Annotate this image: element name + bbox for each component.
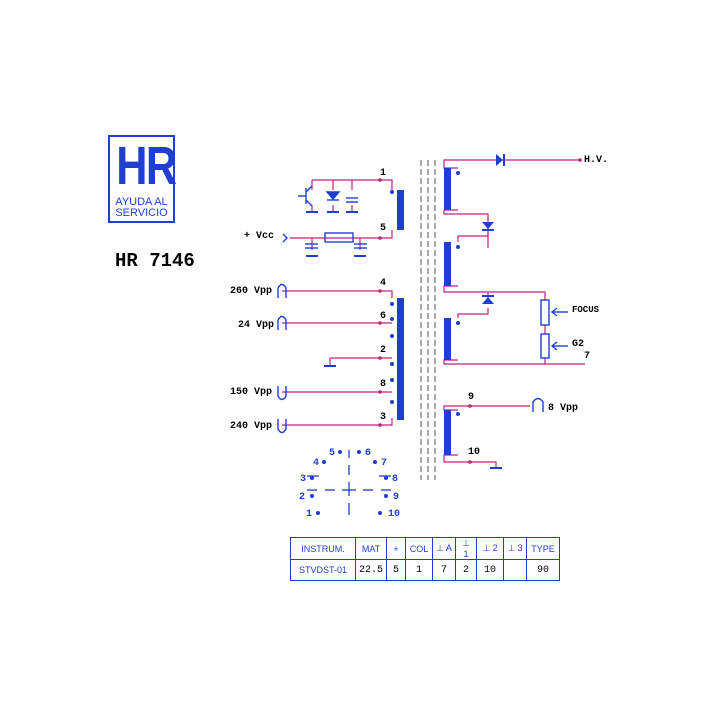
spec-value: 22.5 (354, 559, 388, 581)
hr-logo: HR AYUDA AL SERVICIO (108, 135, 177, 223)
base-pin-10: 10 (388, 509, 400, 520)
pin-label-7: 7 (584, 351, 590, 362)
focus-label: FOCUS (572, 305, 600, 315)
signal-labels: H.V. + Vcc FOCUS G2 260 Vpp 24 Vpp 150 V… (230, 155, 608, 432)
hv-label: H.V. (584, 155, 608, 166)
v24-label: 24 Vpp (238, 320, 274, 331)
base-pin-1: 1 (306, 509, 312, 520)
ground-symbols (306, 211, 502, 469)
base-pinout: 5 6 4 7 3 8 2 9 1 10 (299, 448, 400, 520)
model-title: HR 7146 (115, 250, 195, 272)
spec-header: ⊥ 3 (503, 537, 528, 560)
pin-label-5: 5 (380, 223, 386, 234)
base-pin-2: 2 (299, 492, 305, 503)
pin-markers (378, 158, 582, 464)
base-pin-9: 9 (393, 492, 399, 503)
spec-value: 7 (432, 559, 457, 581)
pin-label-9: 9 (468, 392, 474, 403)
logo-mark: HR (116, 136, 177, 196)
spec-header: ⊥ 2 (476, 537, 505, 560)
spec-value (503, 559, 528, 581)
spec-header: TYPE (526, 537, 561, 560)
vcc-label: + Vcc (244, 231, 274, 242)
base-cross (307, 450, 391, 515)
g2-label: G2 (572, 339, 584, 350)
spec-value: STVDST-01 (290, 559, 356, 581)
base-pin-labels: 5 6 4 7 3 8 2 9 1 10 (299, 448, 400, 520)
spec-value: 1 (405, 559, 434, 581)
base-pin-3: 3 (300, 474, 306, 485)
spec-value: 5 (386, 559, 407, 581)
spec-header: INSTRUM. (290, 537, 356, 560)
spec-table: INSTRUM. MAT + COL ⊥ A ⊥ 1 ⊥ 2 ⊥ 3 TYPE … (290, 537, 561, 581)
logo-line-2: SERVICIO (115, 207, 168, 219)
pin-label-8: 8 (380, 379, 386, 390)
spec-value: 2 (455, 559, 478, 581)
pin-label-2: 2 (380, 345, 386, 356)
primary-components (282, 185, 367, 249)
spec-header-row: INSTRUM. MAT + COL ⊥ A ⊥ 1 ⊥ 2 ⊥ 3 TYPE (290, 537, 561, 560)
wires (282, 159, 585, 468)
spec-value: 90 (526, 559, 561, 581)
spec-value: 10 (476, 559, 505, 581)
polarity-dots (390, 171, 460, 416)
base-pin-6: 6 (365, 448, 371, 459)
pin-label-4: 4 (380, 278, 386, 289)
waveform-icons (277, 283, 544, 434)
spec-header: COL (405, 537, 434, 560)
base-pin-8: 8 (392, 474, 398, 485)
spec-header: ⊥ A (432, 537, 457, 560)
spec-header: ⊥ 1 (455, 537, 478, 560)
pin-labels: 1 5 4 6 2 8 3 7 9 10 (380, 168, 590, 458)
base-pin-7: 7 (381, 458, 387, 469)
pin-label-3: 3 (380, 412, 386, 423)
spec-value-row: STVDST-01 22.5 5 1 7 2 10 90 (290, 559, 561, 581)
pin-label-1: 1 (380, 168, 386, 179)
v8-label: 8 Vpp (548, 403, 578, 414)
transformer-core (420, 160, 436, 480)
focus-g2-pots (540, 299, 568, 359)
logo-caption: AYUDA AL SERVICIO (110, 197, 173, 219)
base-pin-dots (310, 450, 388, 515)
v240-label: 240 Vpp (230, 421, 272, 432)
v260-label: 260 Vpp (230, 286, 272, 297)
windings (397, 168, 451, 455)
pin-label-10: 10 (468, 447, 480, 458)
spec-header: MAT (354, 537, 388, 560)
base-pin-4: 4 (313, 458, 319, 469)
hv-diodes (482, 154, 505, 304)
spec-header: + (386, 537, 407, 560)
pin-label-6: 6 (380, 311, 386, 322)
v150-label: 150 Vpp (230, 387, 272, 398)
base-pin-5: 5 (329, 448, 335, 459)
logo-line-1: AYUDA AL (115, 196, 168, 208)
